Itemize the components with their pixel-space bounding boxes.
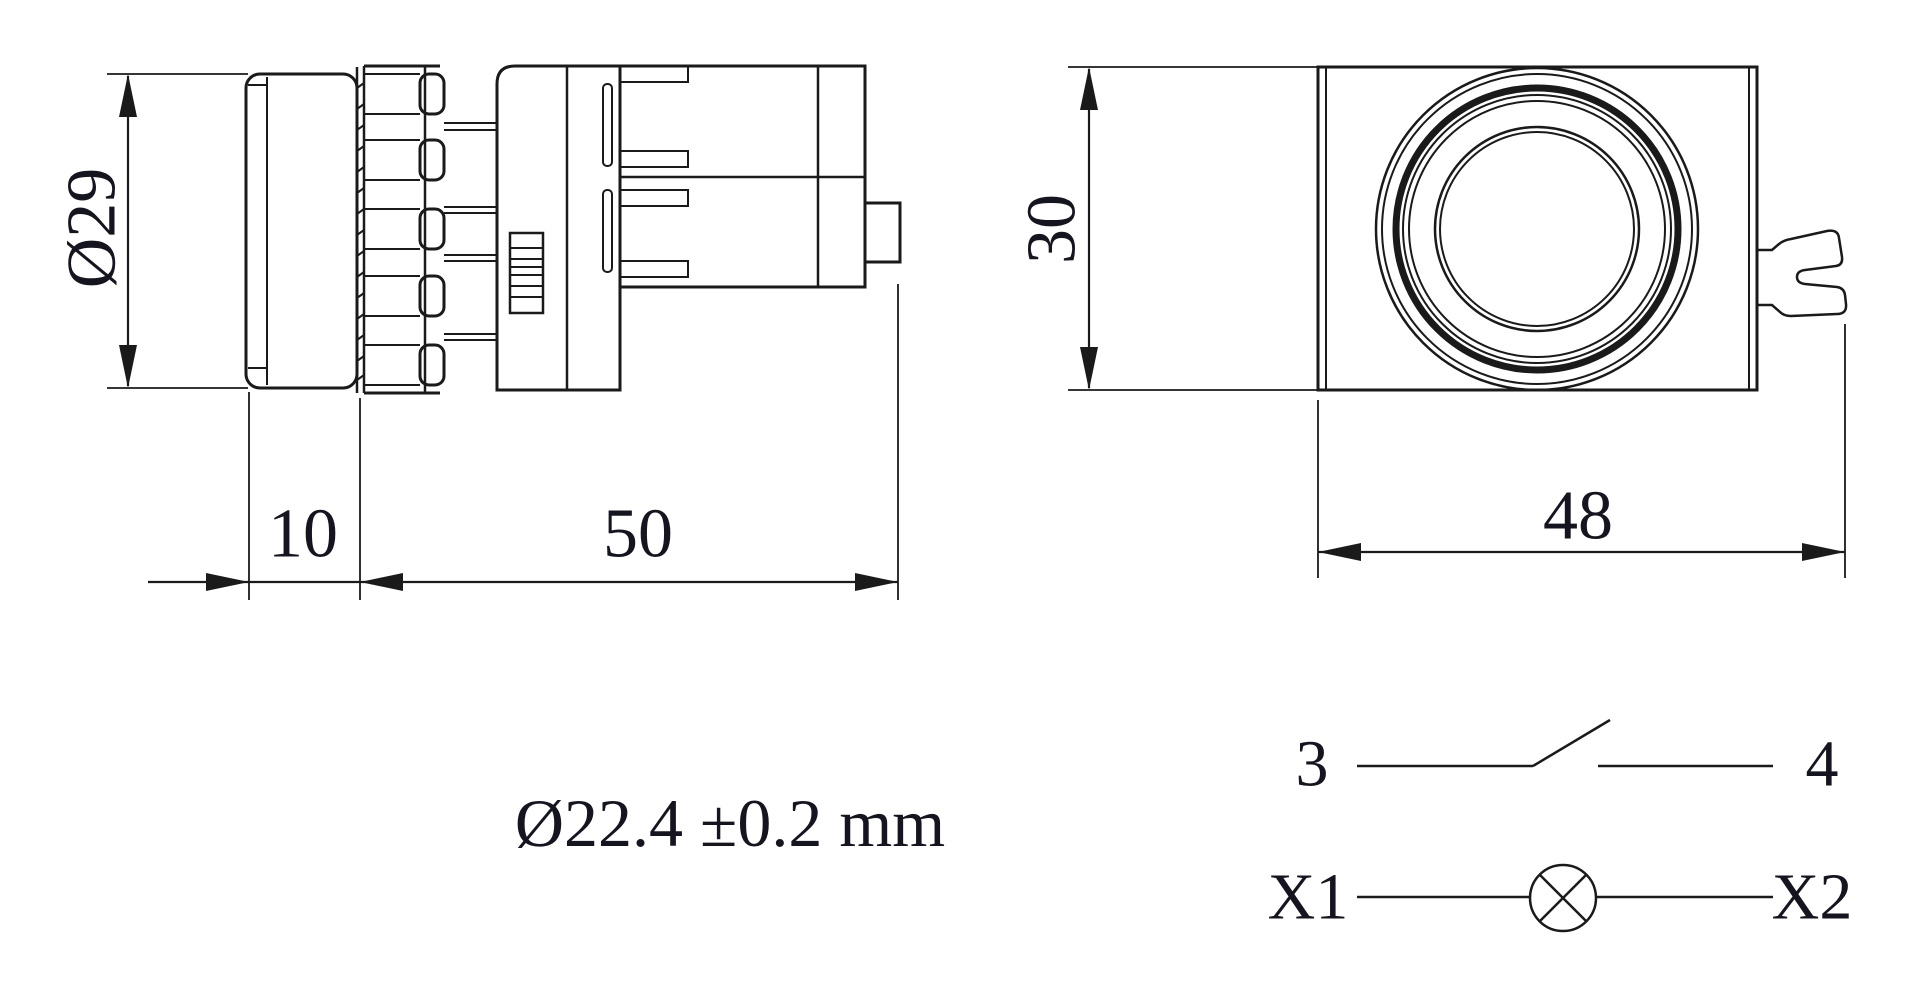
clip-bar [602, 83, 613, 167]
ring-tooth [418, 72, 446, 116]
bezel-dark-ring [1392, 84, 1682, 374]
arrowhead-right [206, 573, 249, 591]
circuit-diagram: 3 4 X1 X2 [1268, 718, 1853, 934]
body-length-label: 50 [603, 496, 673, 573]
arrowhead-left [360, 573, 403, 591]
clip-bracket [619, 150, 689, 168]
terminal-tab [1757, 229, 1848, 318]
stem-lines [444, 122, 497, 341]
ring-tooth [418, 207, 446, 251]
screw-terminal [863, 201, 902, 264]
front-height-label: 30 [1014, 194, 1091, 264]
bezel-ring [1381, 73, 1693, 385]
mounting-hole-note: Ø22.4 ±0.2 mm [515, 785, 945, 861]
contact-blade [1532, 718, 1611, 768]
lamp-terminal-x2-label: X2 [1772, 861, 1853, 934]
clip-bar [602, 189, 613, 273]
button-cap-outline [244, 72, 359, 390]
clip-bracket [619, 189, 689, 207]
front-view [1316, 65, 1848, 392]
arrowhead-right [1802, 543, 1845, 561]
button-inner-ring [1439, 131, 1635, 327]
side-diameter-label: Ø29 [54, 168, 131, 289]
ring-castellation-lines [364, 73, 420, 386]
arrowhead-right [855, 573, 898, 591]
contact-terminal-4-label: 4 [1806, 728, 1839, 801]
side-view-dimensions: Ø29 10 50 [54, 73, 899, 600]
ring-tooth [418, 138, 446, 182]
arrowhead-left [1318, 543, 1361, 561]
latch-grille-lines [510, 247, 543, 298]
bezel-inner-ring [1408, 100, 1666, 358]
contact-terminal-3-label: 3 [1296, 728, 1329, 801]
head-length-label: 10 [268, 496, 338, 573]
bezel-ring [1402, 94, 1672, 364]
bezel-outer-ring [1374, 66, 1700, 392]
lamp-cross-line [1539, 874, 1587, 922]
no-contact-symbol: 3 4 [1296, 718, 1839, 801]
front-width-label: 48 [1543, 478, 1613, 555]
arrowhead-up [119, 74, 137, 117]
side-view [244, 64, 902, 395]
ring-tooth [418, 343, 446, 387]
clip-bracket [619, 65, 689, 83]
clip-bracket [619, 260, 689, 278]
lamp-terminal-x1-label: X1 [1268, 861, 1349, 934]
lamp-symbol-row: X1 X2 [1268, 861, 1853, 934]
arrowhead-up [1080, 67, 1098, 110]
latch-grille [508, 231, 545, 315]
button-outer-ring [1433, 125, 1641, 333]
front-view-dimensions: 30 48 [1014, 66, 1846, 578]
arrowhead-down [119, 345, 137, 388]
housing-outline [495, 64, 622, 392]
arrowhead-down [1080, 347, 1098, 390]
bezel-knurl-hatching [356, 82, 365, 381]
ring-tooth [418, 274, 446, 318]
